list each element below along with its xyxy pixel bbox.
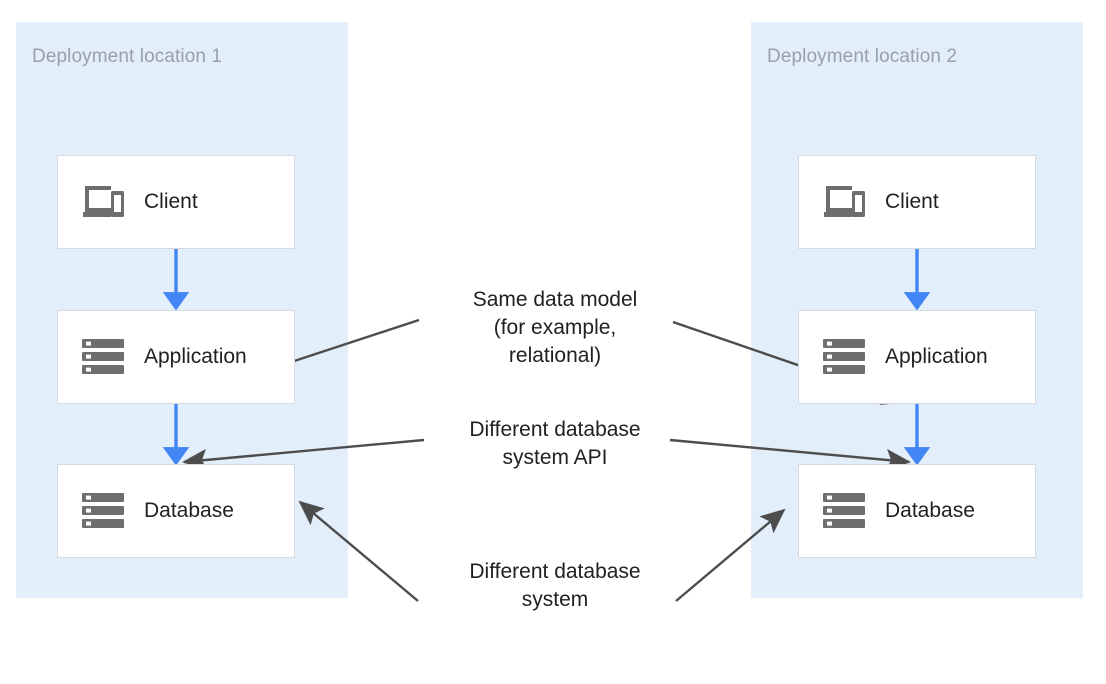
node-label-client-1: Client bbox=[144, 190, 198, 213]
node-application-2[interactable]: Application bbox=[798, 310, 1036, 404]
server-stack-icon bbox=[821, 336, 867, 378]
node-label-database-2: Database bbox=[885, 499, 975, 522]
node-client-1[interactable]: Client bbox=[57, 155, 295, 249]
node-database-2[interactable]: Database bbox=[798, 464, 1036, 558]
client-devices-icon bbox=[80, 181, 126, 223]
zone-title-deployment-location-1: Deployment location 1 bbox=[32, 46, 223, 67]
server-stack-icon bbox=[80, 490, 126, 532]
annotation-different-database-system: Different database system bbox=[469, 560, 641, 611]
server-stack-icon bbox=[821, 490, 867, 532]
client-devices-icon bbox=[821, 181, 867, 223]
node-application-1[interactable]: Application bbox=[57, 310, 295, 404]
annotation-same-data-model: Same data model (for example, relational… bbox=[472, 288, 638, 367]
node-client-2[interactable]: Client bbox=[798, 155, 1036, 249]
node-label-client-2: Client bbox=[885, 190, 939, 213]
server-stack-icon bbox=[80, 336, 126, 378]
annotation-different-database-system-api: Different database system API bbox=[469, 418, 641, 469]
node-label-application-1: Application bbox=[144, 345, 247, 368]
node-label-database-1: Database bbox=[144, 499, 234, 522]
node-database-1[interactable]: Database bbox=[57, 464, 295, 558]
node-label-application-2: Application bbox=[885, 345, 988, 368]
zone-title-deployment-location-2: Deployment location 2 bbox=[767, 46, 958, 67]
